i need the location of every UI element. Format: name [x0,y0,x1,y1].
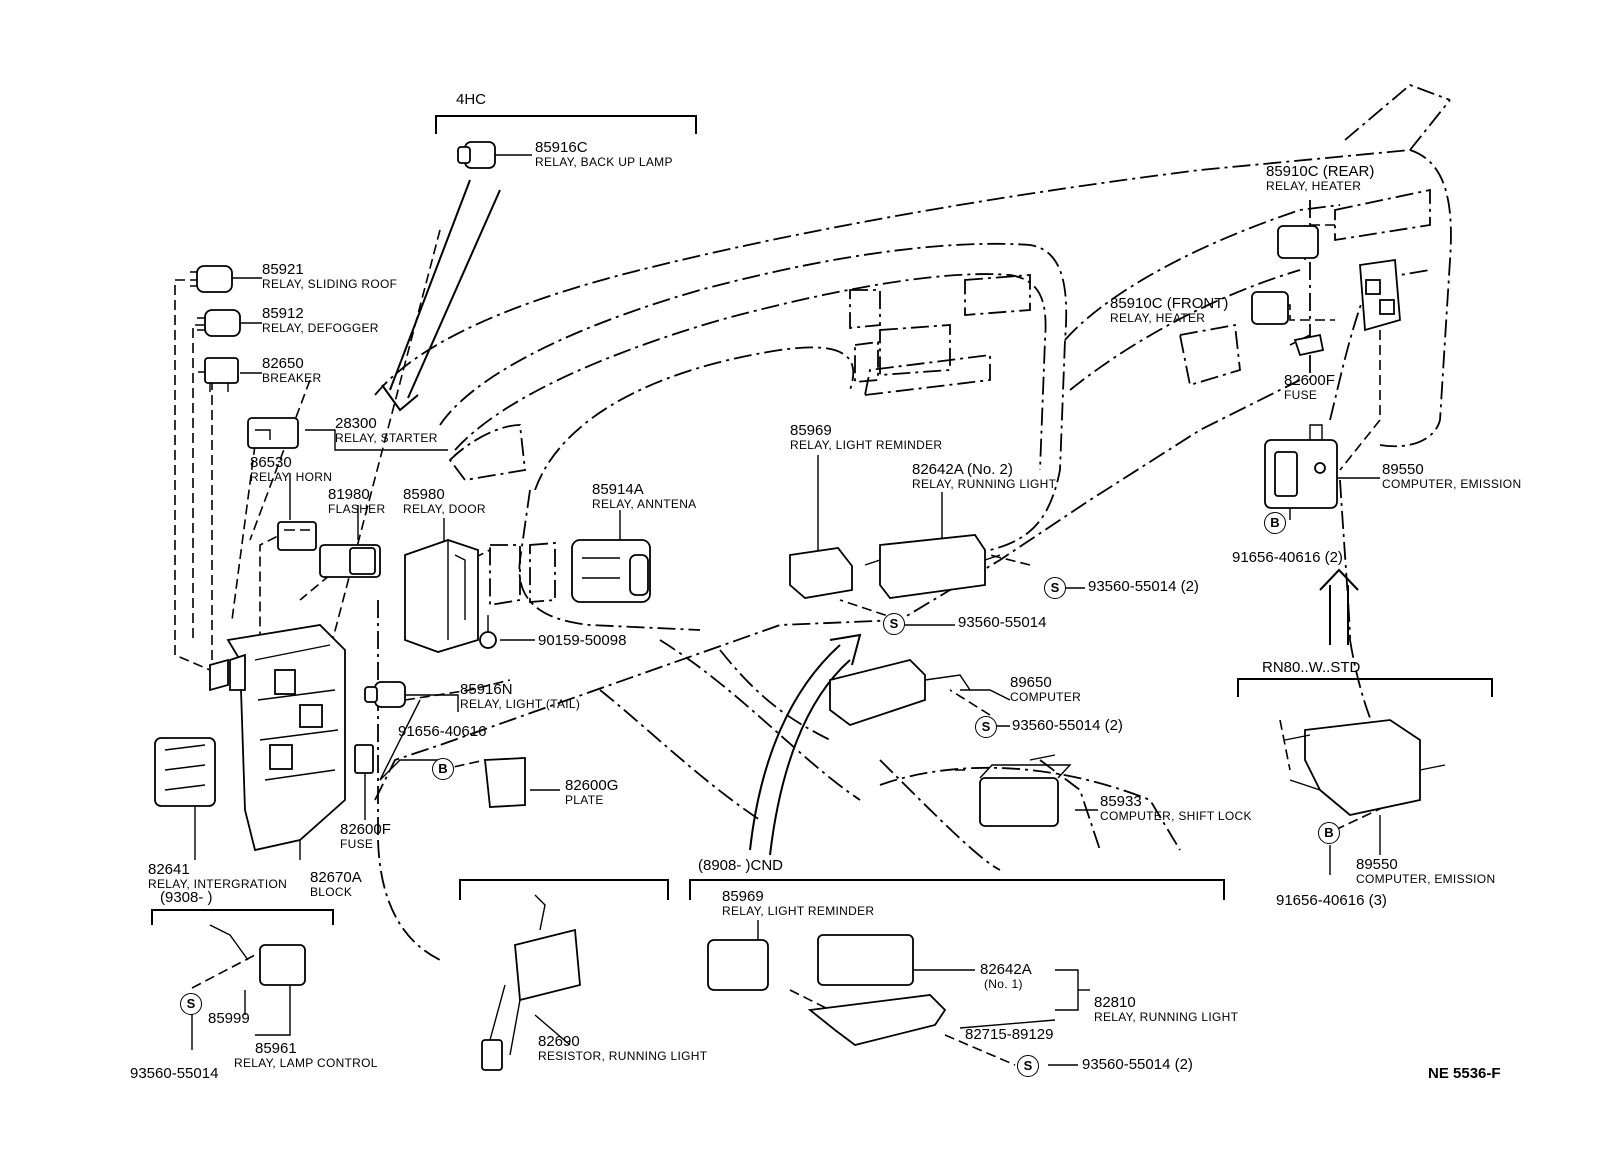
part-description: COMPUTER [1010,690,1082,704]
screw-symbol: S [975,716,997,738]
part-number: 82670A [310,869,362,886]
bolt-symbol: B [1264,512,1286,534]
part-description: RELAY, LIGHT (TAIL) [460,697,581,711]
part-number: 89550 [1356,856,1398,873]
part-number: 93560-55014 [130,1065,219,1082]
part-description: BLOCK [310,885,353,899]
part-description: RELAY, LIGHT REMINDER [790,438,943,452]
part-description: RELAY, INTERGRATION [148,877,288,891]
part-number: 85921 [262,261,304,278]
part-number: 91656-40616 [398,723,487,740]
part-description: RELAY, HEATER [1266,179,1362,193]
part-number: 89550 [1382,461,1424,478]
part-number: 82600G [565,777,619,794]
bolt-symbol: B [432,758,454,780]
part-number: 93560-55014 (2) [1088,578,1199,595]
part-description: (No. 1) [984,977,1023,991]
part-description: RELAY, DEFOGGER [262,321,379,335]
part-number: 91656-40616 (2) [1232,549,1343,566]
part-description: RELAY, ANNTENA [592,497,697,511]
part-number: 85914A [592,481,644,498]
group-brackets [151,115,1493,925]
part-number: 82642A (No. 2) [912,461,1013,478]
part-number: 93560-55014 (2) [1012,717,1123,734]
part-number: 81980 [328,486,370,503]
part-description: BREAKER [262,371,322,385]
screw-symbol: S [883,613,905,635]
part-number: 85910C (FRONT) [1110,295,1229,312]
part-description: RELAY, RUNNING LIGHT [912,477,1057,491]
group-label-4hc: 4HC [456,91,487,108]
part-description: RELAY, HEATER [1110,311,1206,325]
part-description: RELAY, RUNNING LIGHT [1094,1010,1239,1024]
part-number: 82642A [980,961,1032,978]
screw-symbol: S [1017,1055,1039,1077]
arrows [381,179,1359,856]
callout-lines [191,154,1381,1066]
part-number: 93560-55014 [958,614,1047,631]
part-number: 85969 [722,888,764,905]
part-number: 82600F [340,821,391,838]
part-number: 82600F [1284,372,1335,389]
part-number: 85912 [262,305,304,322]
group-label-rn80: RN80..W..STD [1262,659,1361,676]
part-number: 86530 [250,454,292,471]
part-description: RELAY, STARTER [335,431,438,445]
part-description: COMPUTER, EMISSION [1356,872,1496,886]
part-number: 82650 [262,355,304,372]
part-number: 82715-89129 [965,1026,1054,1043]
part-number: 91656-40616 (3) [1276,892,1387,909]
part-number: 82690 [538,1033,580,1050]
group-label-9308: (9308- ) [160,889,213,906]
part-number: 85980 [403,486,445,503]
part-number: 82641 [148,861,190,878]
part-description: RELAY, LAMP CONTROL [234,1056,378,1070]
part-number: 85961 [255,1040,297,1057]
screw-symbol: S [1044,577,1066,599]
part-description: FUSE [1284,388,1318,402]
part-number: 93560-55014 (2) [1082,1056,1193,1073]
part-description: RELAY, BACK UP LAMP [535,155,673,169]
group-label-cnd: (8908- )CND [698,857,784,874]
leader-lines [174,224,1421,1066]
part-description: RELAY, HORN [250,470,333,484]
part-description: RELAY, DOOR [403,502,486,516]
part-description: RELAY, LIGHT REMINDER [722,904,875,918]
part-description: RELAY, SLIDING ROOF [262,277,398,291]
dashboard-outline [374,83,1452,961]
part-number: 82810 [1094,994,1136,1011]
part-number: 85910C (REAR) [1266,163,1375,180]
part-number: 85969 [790,422,832,439]
screw-symbol: S [180,993,202,1015]
part-description: FUSE [340,837,374,851]
part-description: COMPUTER, SHIFT LOCK [1100,809,1252,823]
part-number: 85933 [1100,793,1142,810]
part-description: FLASHER [328,502,386,516]
part-description: PLATE [565,793,604,807]
part-description: COMPUTER, EMISSION [1382,477,1522,491]
part-number: 90159-50098 [538,632,627,649]
figure-code: NE 5536-F [1428,1065,1501,1082]
part-number: 85916C [535,139,588,156]
part-number: 89650 [1010,674,1052,691]
bolt-symbol: B [1318,822,1340,844]
part-number: 85999 [208,1010,250,1027]
part-number: 28300 [335,415,377,432]
parts-drawings [154,141,1446,1071]
part-description: RESISTOR, RUNNING LIGHT [538,1049,708,1063]
part-number: 85916N [460,681,513,698]
